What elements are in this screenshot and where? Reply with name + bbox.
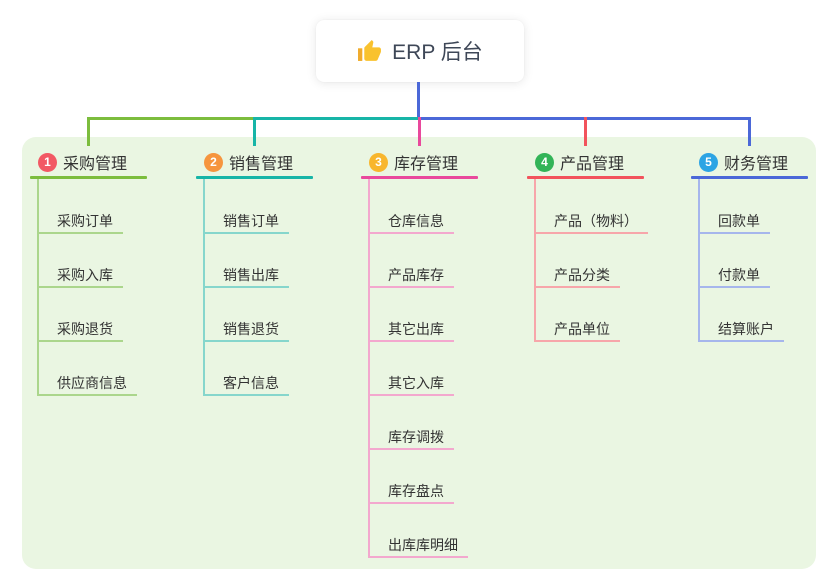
- branch-finance: 5 财务管理 回款单 付款单 结算账户: [691, 148, 839, 342]
- node-product-unit[interactable]: 产品单位: [534, 314, 620, 342]
- branch-stub-sales: [253, 117, 256, 146]
- node-product-material[interactable]: 产品（物料）: [534, 206, 648, 234]
- node-other-outbound[interactable]: 其它出库: [368, 314, 454, 342]
- node-purchase-order[interactable]: 采购订单: [37, 206, 123, 234]
- node-payment-bill[interactable]: 付款单: [698, 260, 770, 288]
- node-warehouse-info[interactable]: 仓库信息: [368, 206, 454, 234]
- branch-purchase: 1 采购管理 采购订单 采购入库 采购退货 供应商信息: [30, 148, 200, 396]
- branches-panel: [22, 137, 816, 569]
- thumbs-up-icon: [358, 39, 382, 61]
- branch-label: 产品管理: [560, 156, 625, 173]
- branch-product: 4 产品管理 产品（物料） 产品分类 产品单位: [527, 148, 697, 342]
- branch-title-finance[interactable]: 5 财务管理: [691, 148, 839, 176]
- node-supplier-info[interactable]: 供应商信息: [37, 368, 137, 396]
- branch-title-product[interactable]: 4 产品管理: [527, 148, 697, 176]
- branch-label: 财务管理: [724, 156, 789, 173]
- badge-1: 1: [38, 152, 57, 172]
- node-purchase-return[interactable]: 采购退货: [37, 314, 123, 342]
- badge-4: 4: [535, 152, 554, 172]
- node-sales-outbound[interactable]: 销售出库: [203, 260, 289, 288]
- badge-2: 2: [204, 152, 223, 172]
- node-purchase-inbound[interactable]: 采购入库: [37, 260, 123, 288]
- node-customer-info[interactable]: 客户信息: [203, 368, 289, 396]
- branch-underline: [691, 176, 808, 179]
- branch-inventory: 3 库存管理 仓库信息 产品库存 其它出库 其它入库 库存调拨 库存盘点 出库库…: [361, 148, 531, 558]
- branch-title-inventory[interactable]: 3 库存管理: [361, 148, 531, 176]
- badge-5: 5: [699, 152, 718, 172]
- branch-underline: [527, 176, 644, 179]
- node-sales-order[interactable]: 销售订单: [203, 206, 289, 234]
- root-node[interactable]: ERP 后台: [316, 20, 524, 82]
- children-connector-line: [698, 179, 700, 342]
- branch-title-sales[interactable]: 2 销售管理: [196, 148, 366, 176]
- connector-segment-sales: [256, 117, 419, 120]
- node-product-category[interactable]: 产品分类: [534, 260, 620, 288]
- node-stock-transfer[interactable]: 库存调拨: [368, 422, 454, 450]
- branch-stub-inventory: [418, 117, 421, 146]
- branch-underline: [30, 176, 147, 179]
- branch-stub-purchase: [87, 117, 90, 146]
- branch-title-purchase[interactable]: 1 采购管理: [30, 148, 200, 176]
- node-outbound-detail[interactable]: 出库库明细: [368, 530, 468, 558]
- branch-label: 库存管理: [394, 156, 459, 173]
- node-receipt-bill[interactable]: 回款单: [698, 206, 770, 234]
- node-product-stock[interactable]: 产品库存: [368, 260, 454, 288]
- root-title: ERP 后台: [392, 41, 483, 64]
- children-connector-line: [534, 179, 536, 342]
- branch-sales: 2 销售管理 销售订单 销售出库 销售退货 客户信息: [196, 148, 366, 396]
- branch-label: 采购管理: [63, 156, 128, 173]
- connector-segment-purchase: [87, 117, 256, 120]
- branch-stub-finance: [748, 117, 751, 146]
- branch-underline: [361, 176, 478, 179]
- node-other-inbound[interactable]: 其它入库: [368, 368, 454, 396]
- node-settlement-account[interactable]: 结算账户: [698, 314, 784, 342]
- branch-label: 销售管理: [229, 156, 294, 173]
- node-stock-count[interactable]: 库存盘点: [368, 476, 454, 504]
- branch-stub-product: [584, 117, 587, 146]
- node-sales-return[interactable]: 销售退货: [203, 314, 289, 342]
- badge-3: 3: [369, 152, 388, 172]
- branch-underline: [196, 176, 313, 179]
- children-connector-line: [368, 179, 370, 558]
- root-connector-line: [417, 82, 420, 120]
